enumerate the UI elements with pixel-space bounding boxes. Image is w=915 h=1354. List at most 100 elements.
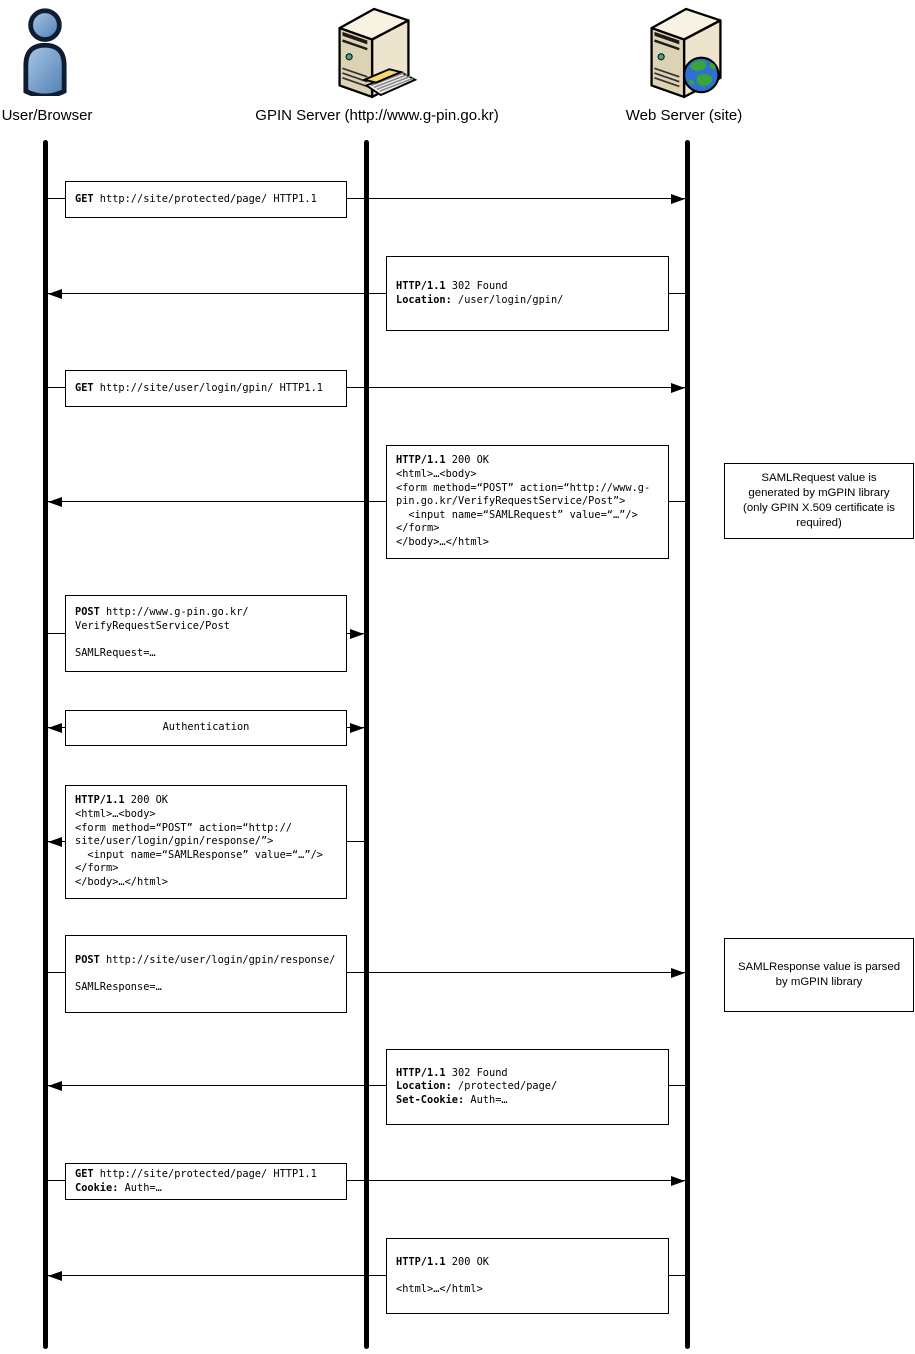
arrowhead-right-m6: [350, 723, 364, 733]
server-led: [345, 53, 353, 61]
globe-icon: [683, 56, 720, 94]
code-line: Set-Cookie: Auth=…: [396, 1094, 663, 1108]
arrow-line-m9: [48, 1085, 687, 1087]
http-method: GET: [75, 192, 94, 205]
arrowhead-left-m9: [48, 1081, 62, 1091]
header-name: Location:: [396, 1080, 452, 1093]
message-text: <input name=“SAMLResponse” value=“…”/>: [75, 848, 323, 861]
http-version: HTTP/1.1: [396, 1066, 446, 1079]
http-version: HTTP/1.1: [75, 794, 125, 807]
server-globe-icon: [650, 7, 722, 99]
arrowhead-right-m5: [350, 629, 364, 639]
message-authentication: Authentication: [65, 710, 347, 746]
message-get-user-login-gpin: GET http://site/user/login/gpin/ HTTP1.1: [65, 370, 347, 407]
message-text: <form method=“POST” action=“http://www.g…: [396, 481, 651, 494]
message-text: http://site/user/login/gpin/response/: [99, 953, 336, 966]
keyboard-icon: [361, 68, 418, 97]
http-version: HTTP/1.1: [396, 1255, 446, 1268]
message-text: <form method=“POST” action=“http://: [75, 821, 292, 834]
code-line: HTTP/1.1 200 OK: [396, 454, 663, 468]
code-line: <form method=“POST” action=“http://: [75, 822, 341, 836]
message-text: <html>…</html>: [396, 1282, 483, 1295]
arrow-line-m4: [48, 501, 687, 503]
code-line: <html>…<body>: [75, 808, 341, 822]
message-text: 302 Found: [445, 279, 508, 292]
http-version: HTTP/1.1: [396, 279, 446, 292]
message-text: http://site/protected/page/ HTTP1.1: [93, 1167, 317, 1180]
http-method: POST: [75, 953, 100, 966]
actor-label-user: User/Browser: [1, 107, 93, 124]
code-line: SAMLRequest=…: [75, 647, 341, 661]
note-text: SAMLRequest value is generated by mGPIN …: [743, 471, 895, 530]
code-line: [75, 967, 341, 981]
message-text: SAMLResponse=…: [75, 980, 162, 993]
lifeline-web-server: [685, 140, 690, 1349]
code-line: POST http://site/user/login/gpin/respons…: [75, 954, 341, 968]
code-line: Authentication: [163, 721, 250, 735]
note-text: SAMLResponse value is parsed by mGPIN li…: [737, 960, 901, 988]
code-line: GET http://site/user/login/gpin/ HTTP1.1: [75, 382, 341, 396]
message-text: Auth=…: [118, 1181, 162, 1194]
arrow-line-m11: [48, 1275, 687, 1277]
code-line: <form method=“POST” action=“http://www.g…: [396, 482, 663, 496]
message-post-login-gpin-response: POST http://site/user/login/gpin/respons…: [65, 935, 347, 1013]
note-samlrequest: SAMLRequest value is generated by mGPIN …: [724, 463, 914, 539]
message-text: 200 OK: [124, 794, 169, 807]
code-line: HTTP/1.1 302 Found: [396, 280, 663, 294]
code-line: [396, 1269, 663, 1283]
code-line: Cookie: Auth=…: [75, 1182, 341, 1196]
arrowhead-right-m3: [671, 383, 685, 393]
arrowhead-left-m11: [48, 1271, 62, 1281]
code-line: </form>: [75, 862, 341, 876]
lifeline-user: [43, 140, 48, 1349]
message-get-protected-page-cookie: GET http://site/protected/page/ HTTP1.1 …: [65, 1163, 347, 1200]
header-name: Cookie:: [75, 1181, 119, 1194]
code-line: GET http://site/protected/page/ HTTP1.1: [75, 1168, 341, 1182]
server-led: [657, 53, 665, 61]
arrow-line-m2: [48, 293, 687, 295]
lifeline-gpin-server: [364, 140, 369, 1349]
message-text: http://www.g-pin.go.kr/: [99, 606, 249, 619]
http-version: HTTP/1.1: [396, 454, 446, 467]
code-line: Location: /protected/page/: [396, 1080, 663, 1094]
code-line: site/user/login/gpin/response/”>: [75, 835, 341, 849]
message-text: http://site/protected/page/ HTTP1.1: [93, 192, 317, 205]
message-text: 200 OK: [445, 454, 490, 467]
code-line: VerifyRequestService/Post: [75, 620, 341, 634]
message-text: /protected/page/: [451, 1080, 558, 1093]
message-text: pin.go.kr/VerifyRequestService/Post”>: [396, 495, 626, 508]
arrow-line-m10: [45, 1180, 685, 1182]
http-method: GET: [75, 1167, 94, 1180]
code-line: <html>…<body>: [396, 468, 663, 482]
code-line: SAMLResponse=…: [75, 981, 341, 995]
message-text: <html>…<body>: [75, 808, 156, 821]
message-text: site/user/login/gpin/response/”>: [75, 835, 274, 848]
message-text: </body>…</html>: [75, 875, 168, 888]
person-icon: [23, 8, 67, 96]
arrowhead-right-m8: [671, 968, 685, 978]
arrowhead-left-m6: [48, 723, 62, 733]
header-name: Location:: [396, 293, 452, 306]
code-line: </body>…</html>: [75, 876, 341, 890]
message-post-verify-request-service: POST http://www.g-pin.go.kr/ VerifyReque…: [65, 595, 347, 672]
code-line: Location: /user/login/gpin/: [396, 294, 663, 308]
code-line: [75, 634, 341, 648]
header-name: Set-Cookie:: [396, 1093, 465, 1106]
message-200-ok-final: HTTP/1.1 200 OK <html>…</html>: [386, 1238, 669, 1314]
message-text: <html>…<body>: [396, 468, 477, 481]
message-text: 200 OK: [445, 1255, 490, 1268]
code-line: </form>: [396, 522, 663, 536]
message-text: 302 Found: [445, 1066, 508, 1079]
message-get-protected-page: GET http://site/protected/page/ HTTP1.1: [65, 181, 347, 218]
message-302-found-protected-page: HTTP/1.1 302 Found Location: /protected/…: [386, 1049, 669, 1125]
code-line: HTTP/1.1 200 OK: [396, 1256, 663, 1270]
code-line: pin.go.kr/VerifyRequestService/Post”>: [396, 495, 663, 509]
message-text: </body>…</html>: [396, 535, 489, 548]
actor-label-gpin-server: GPIN Server (http://www.g-pin.go.kr): [255, 107, 499, 124]
message-text: http://site/user/login/gpin/ HTTP1.1: [93, 381, 323, 394]
message-200-ok-samlresponse-form: HTTP/1.1 200 OK <html>…<body> <form meth…: [65, 785, 347, 899]
message-text: </form>: [75, 862, 119, 875]
paper-icon: [361, 68, 404, 84]
server-keyboard-icon: [338, 7, 418, 99]
